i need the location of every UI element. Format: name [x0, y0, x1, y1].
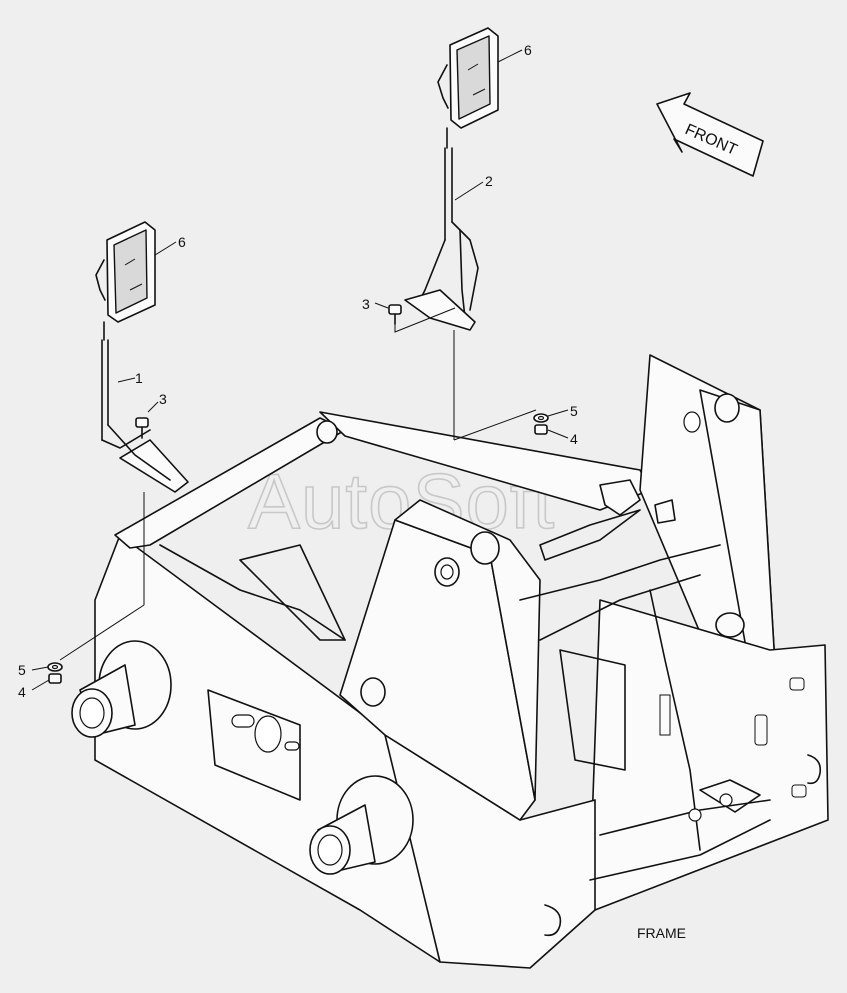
callout-1: 1 [135, 370, 143, 386]
pivot-cone-right [309, 775, 414, 875]
callout-3-left: 3 [159, 391, 167, 407]
callout-3-right: 3 [362, 296, 370, 312]
callout-5-right: 5 [570, 403, 578, 419]
mirror-assembly-left [47, 221, 189, 684]
callout-6-left: 6 [178, 234, 186, 250]
callout-5-left: 5 [18, 662, 26, 678]
callout-4-right: 4 [570, 431, 578, 447]
callouts: 1 2 3 3 4 4 5 5 6 6 [18, 42, 578, 700]
front-direction-arrow: FRONT [656, 92, 764, 177]
callout-4-left: 4 [18, 684, 26, 700]
main-frame [71, 354, 829, 969]
callout-6-right: 6 [524, 42, 532, 58]
diagram-caption: FRAME [637, 925, 686, 941]
mirror-assembly-right [388, 27, 549, 441]
callout-2: 2 [485, 173, 493, 189]
pivot-cone-left [71, 640, 172, 738]
